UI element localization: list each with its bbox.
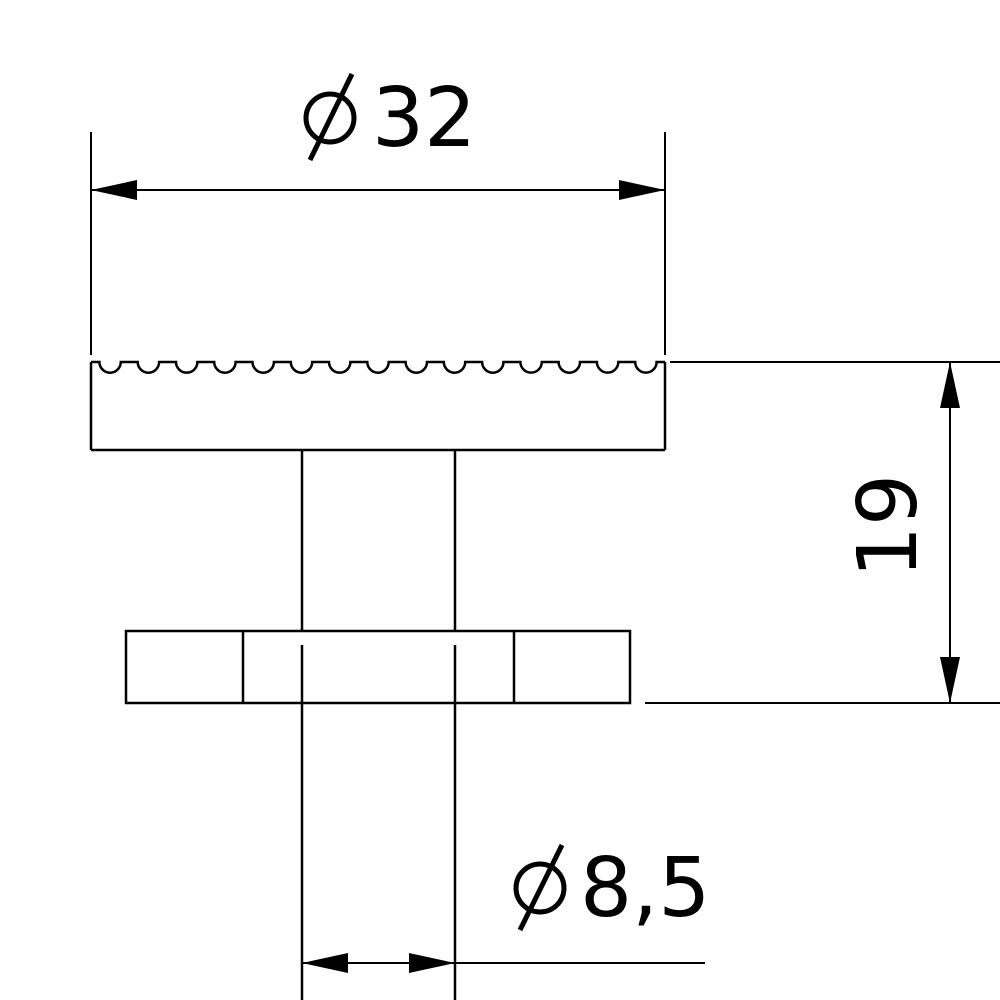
dim-label-head-diameter: 32 [372, 71, 476, 166]
dimension-height: 19 [645, 361, 1000, 704]
dimension-head-diameter: 32 [90, 71, 666, 355]
dim-label-shaft-diameter: 8,5 [580, 841, 710, 936]
knurled-head [89, 360, 667, 452]
arrow-shaft-right [409, 953, 455, 973]
dim-label-height: 19 [841, 474, 936, 578]
shaft-upper [300, 450, 457, 631]
arrow-shaft-left [302, 953, 348, 973]
arrow-top [940, 362, 960, 408]
washer [124, 629, 632, 705]
knurl-edge [91, 360, 665, 374]
shaft-lower [300, 645, 457, 1000]
arrow-left [91, 180, 137, 200]
arrow-bottom [940, 657, 960, 703]
dimension-shaft-diameter: 8,5 [302, 841, 710, 973]
arrow-right [619, 180, 665, 200]
diameter-symbol-small [513, 843, 567, 932]
diameter-symbol [303, 72, 357, 162]
